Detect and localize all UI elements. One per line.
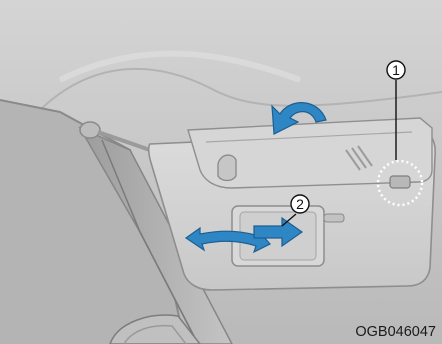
figure-code: OGB046047 [355,324,436,340]
visor-clip [218,155,236,180]
visor-hinge [80,122,100,138]
mirror-tab [324,214,344,222]
callout-1-label: 1 [392,62,400,78]
callout-2-label: 2 [296,196,304,212]
visor-holder-clip [390,176,410,188]
